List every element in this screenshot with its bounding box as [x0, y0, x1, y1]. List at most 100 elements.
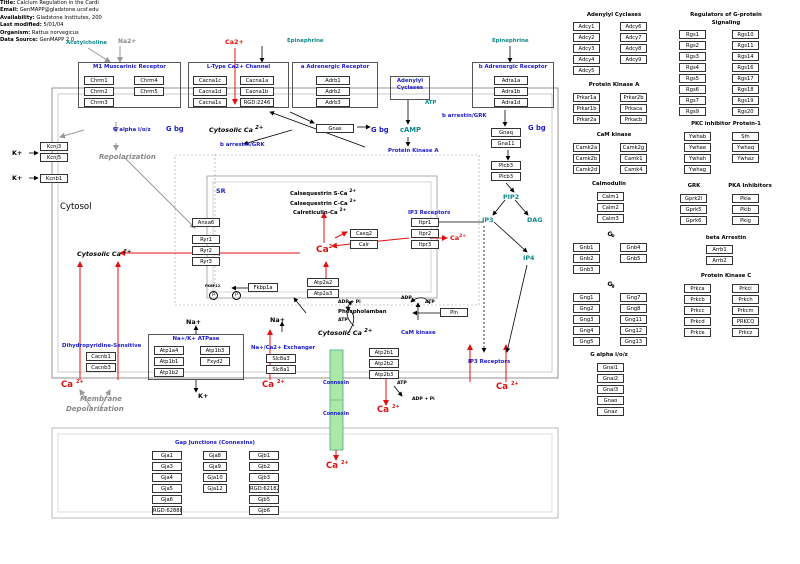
- gene-box[interactable]: Gja1: [152, 451, 182, 460]
- gene-box[interactable]: Atp2a3: [307, 289, 339, 298]
- gene-box[interactable]: Gng5: [573, 337, 600, 346]
- gene-box[interactable]: Adrb1: [316, 76, 350, 85]
- gene-box[interactable]: Gprk6: [680, 216, 707, 225]
- gene-box[interactable]: Itpr2: [411, 229, 439, 238]
- gene-box[interactable]: Prkcd: [684, 317, 711, 326]
- gene-box[interactable]: Rgs10: [732, 30, 759, 39]
- gene-box[interactable]: Arrb1: [706, 245, 733, 254]
- gene-box[interactable]: Prkce: [684, 328, 711, 337]
- gene-box[interactable]: Gja6: [152, 495, 182, 504]
- gene-box[interactable]: Camk4: [620, 165, 647, 174]
- gene-box[interactable]: Fxyd2: [200, 357, 230, 366]
- gene-box[interactable]: Gnb4: [620, 243, 647, 252]
- gene-box[interactable]: Prkch: [732, 295, 759, 304]
- gene-box[interactable]: Pkig: [732, 216, 759, 225]
- gene-box[interactable]: Gja12: [203, 484, 227, 493]
- gene-box[interactable]: Atp1b2: [154, 368, 184, 377]
- gene-box[interactable]: Plcb3: [491, 172, 521, 181]
- gene-box[interactable]: Rgs2: [679, 41, 706, 50]
- gene-box[interactable]: Gnb1: [573, 243, 600, 252]
- gene-box[interactable]: Chrm2: [84, 87, 114, 96]
- gene-box[interactable]: Camk2b: [573, 154, 600, 163]
- gene-box[interactable]: Slc8a3: [266, 354, 296, 363]
- gene-box[interactable]: Prkcm: [732, 306, 759, 315]
- gene-box[interactable]: Cacna1c: [193, 76, 227, 85]
- gene-box[interactable]: Gjb1: [249, 451, 279, 460]
- gene-box[interactable]: Gja3: [152, 462, 182, 471]
- gene-box[interactable]: Adcy7: [620, 33, 647, 42]
- gene-box[interactable]: Ywhah: [684, 154, 711, 163]
- gene-box[interactable]: RGD:628880: [152, 506, 182, 515]
- gene-box[interactable]: Adrb2: [316, 87, 350, 96]
- gene-box[interactable]: Calm3: [597, 214, 624, 223]
- gene-box[interactable]: Gja9: [203, 462, 227, 471]
- gene-box[interactable]: Rgs7: [679, 96, 706, 105]
- gene-box[interactable]: Atp2a2: [307, 278, 339, 287]
- gene-box[interactable]: RGD:2246: [240, 98, 274, 107]
- gene-box[interactable]: Gng12: [620, 326, 647, 335]
- gene-box[interactable]: Chrm3: [84, 98, 114, 107]
- gene-box[interactable]: Prkar2a: [573, 115, 600, 124]
- gene-box[interactable]: Cacna1d: [193, 87, 227, 96]
- gene-box[interactable]: Anxa6: [192, 218, 220, 227]
- gene-box[interactable]: Ywhaz: [732, 154, 759, 163]
- gene-box[interactable]: Gna11: [491, 139, 521, 148]
- gene-box[interactable]: Chrm1: [84, 76, 114, 85]
- gene-box[interactable]: Rgs17: [732, 74, 759, 83]
- gene-box[interactable]: Cacna1s: [193, 98, 227, 107]
- gene-box[interactable]: Adcy6: [620, 22, 647, 31]
- gene-box[interactable]: Gja5: [152, 484, 182, 493]
- gene-box[interactable]: Prkacb: [620, 115, 647, 124]
- gene-box[interactable]: Gja10: [203, 473, 227, 482]
- gene-box[interactable]: Calr: [350, 240, 378, 249]
- gene-box[interactable]: Gnb3: [573, 265, 600, 274]
- gene-box[interactable]: Atp1b1: [154, 357, 184, 366]
- gene-box[interactable]: Ryr3: [192, 257, 220, 266]
- gene-box[interactable]: Casq2: [350, 229, 378, 238]
- gene-box[interactable]: PRKCQ: [732, 317, 759, 326]
- gene-box[interactable]: Gjb2: [249, 462, 279, 471]
- gene-box[interactable]: Rgs16: [732, 63, 759, 72]
- gene-box[interactable]: Gnb2: [573, 254, 600, 263]
- gene-box[interactable]: Gng11: [620, 315, 647, 324]
- gene-box[interactable]: Prkcb: [684, 295, 711, 304]
- gene-box[interactable]: Gnai3: [597, 385, 624, 394]
- gene-box[interactable]: Prkcz: [732, 328, 759, 337]
- gene-box[interactable]: Sfn: [732, 132, 759, 141]
- gene-box[interactable]: Gjb6: [249, 506, 279, 515]
- gene-box[interactable]: Prkar2b: [620, 93, 647, 102]
- gene-box[interactable]: Adcy9: [620, 55, 647, 64]
- gene-box[interactable]: Chrm4: [134, 76, 164, 85]
- gene-box[interactable]: Rgs20: [732, 107, 759, 116]
- gene-box[interactable]: Atp1a4: [154, 346, 184, 355]
- gene-box[interactable]: Cacna1a: [240, 76, 274, 85]
- gene-box[interactable]: Pkia: [732, 194, 759, 203]
- gene-box[interactable]: Prkcc: [684, 306, 711, 315]
- gene-box[interactable]: Adcy8: [620, 44, 647, 53]
- gene-box[interactable]: Rgs5: [679, 74, 706, 83]
- gene-box[interactable]: Gja8: [203, 451, 227, 460]
- gene-box[interactable]: Prkar1a: [573, 93, 600, 102]
- gene-box[interactable]: Gprk5: [680, 205, 707, 214]
- gene-box[interactable]: Gng1: [573, 293, 600, 302]
- gene-box[interactable]: Adcy3: [573, 44, 600, 53]
- gene-box[interactable]: Gng7: [620, 293, 647, 302]
- gene-box[interactable]: Cacnb3: [86, 363, 116, 372]
- gene-box[interactable]: Calm1: [597, 192, 624, 201]
- gene-box[interactable]: Prkaca: [620, 104, 647, 113]
- gene-box[interactable]: Rgs14: [732, 52, 759, 61]
- gene-box[interactable]: Camk1: [620, 154, 647, 163]
- gene-box[interactable]: Adra1b: [494, 87, 528, 96]
- gene-box[interactable]: Gng8: [620, 304, 647, 313]
- gene-box[interactable]: Rgs6: [679, 85, 706, 94]
- gene-box[interactable]: Rgs4: [679, 63, 706, 72]
- gene-box[interactable]: Arrb2: [706, 256, 733, 265]
- gene-box[interactable]: Itpr3: [411, 240, 439, 249]
- gene-box[interactable]: Cacnb1: [86, 352, 116, 361]
- gene-box[interactable]: Prkar1b: [573, 104, 600, 113]
- gene-box[interactable]: Atp2b2: [369, 359, 399, 368]
- gene-box[interactable]: Atp2b1: [369, 348, 399, 357]
- gene-box[interactable]: Ryr1: [192, 235, 220, 244]
- gene-box[interactable]: Slc8a1: [266, 365, 296, 374]
- gene-box[interactable]: Adcy5: [573, 66, 600, 75]
